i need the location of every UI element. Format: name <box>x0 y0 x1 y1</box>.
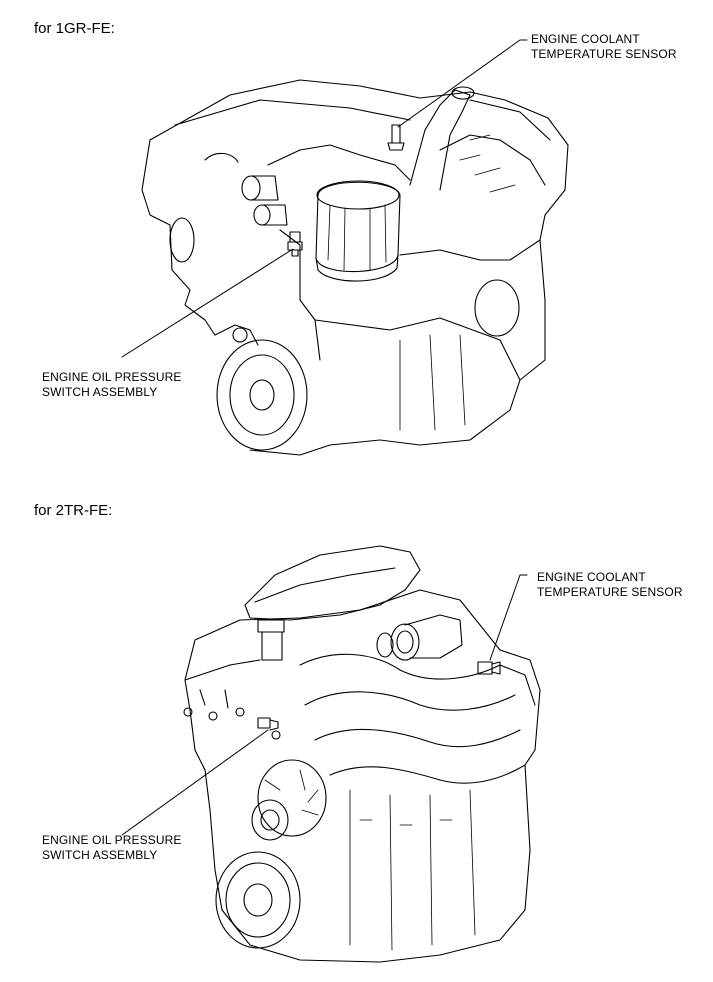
oil-label-line-2: SWITCH ASSEMBLY <box>42 385 158 399</box>
engine-1gr-fe-illustration <box>121 39 569 456</box>
coolant-label-line-1: ENGINE COOLANT <box>531 32 640 46</box>
oil-label-line-2: SWITCH ASSEMBLY <box>42 848 158 862</box>
coolant-sensor-leader <box>489 574 521 661</box>
engine-2tr-fe-illustration <box>121 545 541 963</box>
oil-switch-label: ENGINE OIL PRESSURE SWITCH ASSEMBLY <box>42 833 182 863</box>
oil-label-line-1: ENGINE OIL PRESSURE <box>42 833 182 847</box>
section-heading: for 2TR-FE: <box>34 502 113 519</box>
coolant-sensor-leader <box>397 39 521 128</box>
oil-switch-leader <box>121 248 294 358</box>
engine-2tr-block <box>183 545 541 963</box>
oil-label-line-1: ENGINE OIL PRESSURE <box>42 370 182 384</box>
coolant-label-line-2: TEMPERATURE SENSOR <box>531 47 677 61</box>
coolant-sensor-label: ENGINE COOLANT TEMPERATURE SENSOR <box>531 32 677 62</box>
oil-switch-leader <box>121 729 269 836</box>
engine-1gr-block <box>141 79 569 456</box>
coolant-label-line-1: ENGINE COOLANT <box>537 570 646 584</box>
coolant-sensor-label: ENGINE COOLANT TEMPERATURE SENSOR <box>537 570 683 600</box>
oil-switch-label: ENGINE OIL PRESSURE SWITCH ASSEMBLY <box>42 370 182 400</box>
coolant-label-line-2: TEMPERATURE SENSOR <box>537 585 683 599</box>
section-heading: for 1GR-FE: <box>34 20 115 37</box>
section-1gr-fe: for 1GR-FE: <box>0 0 713 490</box>
section-2tr-fe: for 2TR-FE: <box>0 490 713 982</box>
